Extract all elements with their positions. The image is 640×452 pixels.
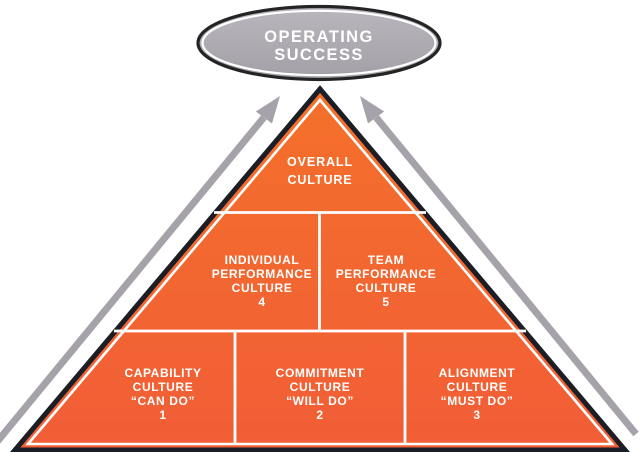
pyramid-inner-edge	[25, 97, 615, 446]
cell-label-line: “WILL DO”	[286, 394, 354, 408]
cell-label-line: ALIGNMENT	[439, 366, 516, 380]
bubble-shape	[196, 4, 442, 82]
left-up-arrow-shaft	[0, 115, 267, 444]
cell-alignment-culture: ALIGNMENT CULTURE “MUST DO” 3	[439, 366, 516, 422]
cell-label-line: CULTURE	[356, 281, 417, 295]
cell-commitment-culture: COMMITMENT CULTURE “WILL DO” 2	[276, 366, 365, 422]
bubble-label-line-2: SUCCESS	[274, 46, 364, 64]
cell-label-line: “CAN DO”	[131, 394, 195, 408]
cell-team-performance-culture: TEAM PERFORMANCE CULTURE 5	[336, 253, 437, 309]
operating-success-bubble: OPERATING SUCCESS	[196, 4, 442, 82]
cell-label-line: CULTURE	[447, 380, 508, 394]
cell-label-line: CULTURE	[287, 173, 352, 187]
cell-label-line: CULTURE	[133, 380, 194, 394]
bubble-inner-ring	[201, 9, 437, 77]
cell-overall-culture: OVERALL CULTURE	[287, 155, 353, 187]
left-up-arrow	[0, 96, 280, 444]
tier-dividers	[114, 211, 526, 444]
cell-label-line: OVERALL	[287, 155, 353, 169]
cell-label-line: “MUST DO”	[441, 394, 514, 408]
cell-number: 1	[159, 408, 166, 422]
cell-number: 5	[382, 295, 389, 309]
right-up-arrow	[360, 96, 639, 437]
right-up-arrow-head-icon	[360, 96, 385, 124]
cell-individual-performance-culture: INDIVIDUAL PERFORMANCE CULTURE 4	[212, 253, 313, 309]
cell-number: 4	[258, 295, 265, 309]
right-up-arrow-shaft	[373, 115, 639, 437]
cell-capability-culture: CAPABILITY CULTURE “CAN DO” 1	[124, 366, 201, 422]
cell-number: 2	[316, 408, 323, 422]
cell-label-line: CULTURE	[290, 380, 351, 394]
cell-label-line: CAPABILITY	[124, 366, 201, 380]
cell-label-line: PERFORMANCE	[212, 267, 313, 281]
cell-number: 3	[473, 408, 480, 422]
cell-label-line: COMMITMENT	[276, 366, 365, 380]
cell-label-line: CULTURE	[232, 281, 293, 295]
left-up-arrow-head-icon	[255, 96, 280, 124]
cell-label-line: TEAM	[368, 253, 404, 267]
bubble-label-line-1: OPERATING	[264, 28, 373, 46]
cell-label-line: PERFORMANCE	[336, 267, 437, 281]
cell-label-line: INDIVIDUAL	[225, 253, 300, 267]
